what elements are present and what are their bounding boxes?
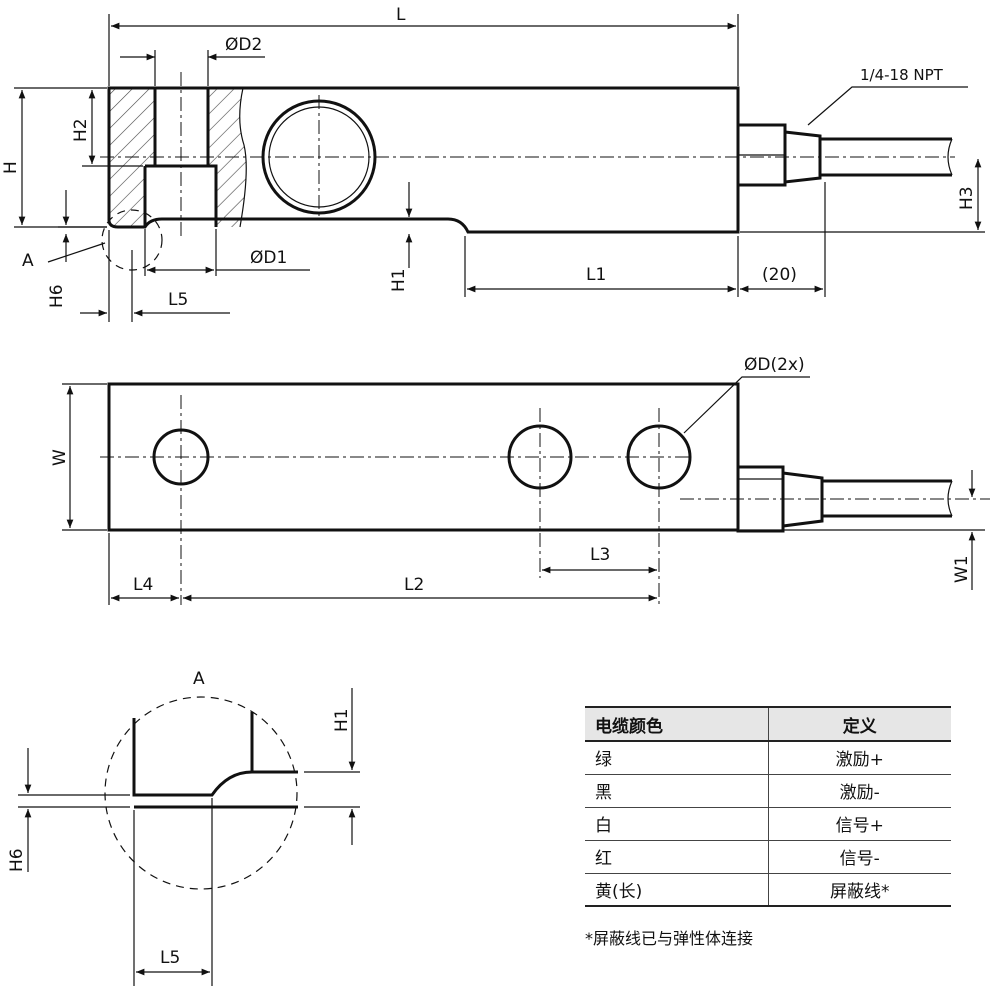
label-detail-H6: H6	[7, 848, 27, 872]
cable-gland-body	[783, 130, 822, 184]
detail-a-leader	[47, 242, 106, 263]
label-L4: L4	[133, 575, 153, 595]
table-row: 黑 激励-	[585, 774, 951, 808]
signal-definition: 激励-	[768, 774, 951, 808]
label-H2: H2	[71, 118, 91, 142]
label-L1: L1	[586, 265, 606, 285]
label-L2: L2	[404, 575, 424, 595]
side-body-outline	[107, 86, 740, 234]
label-H: H	[1, 161, 21, 174]
label-L: L	[396, 5, 406, 25]
break-line	[239, 87, 247, 228]
label-D2: ØD2	[225, 35, 262, 55]
npt-leader	[807, 86, 968, 126]
label-W1: W1	[952, 555, 972, 583]
wire-color-table: 电缆颜色 定义 绿 激励+ 黑 激励- 白 信号+ 红 信号- 黄(长) 屏蔽线…	[585, 706, 951, 907]
label-A: A	[22, 251, 34, 271]
label-L3: L3	[590, 545, 610, 565]
hole-leader	[683, 376, 810, 434]
label-detail-L5: L5	[160, 948, 180, 968]
counterbore	[143, 88, 218, 227]
detail-profile	[132, 712, 298, 797]
detail-a-view: A H1 H6 L5	[7, 669, 360, 986]
table-row: 绿 激励+	[585, 741, 951, 775]
side-view: L ØD2 1/4-18 NPT H H2 H3 A H6	[1, 5, 985, 322]
top-gland-body	[781, 471, 824, 528]
top-view: ØD(2x) W W1 L3 L4 L2	[50, 355, 990, 605]
label-H6: H6	[47, 284, 67, 308]
detail-a-circle	[104, 696, 298, 890]
header-definition: 定义	[768, 706, 951, 742]
label-D1: ØD1	[250, 248, 287, 268]
label-W: W	[50, 449, 70, 466]
signal-definition: 信号-	[768, 840, 951, 874]
label-H3: H3	[957, 186, 977, 210]
table-row: 黄(长) 屏蔽线*	[585, 873, 951, 907]
label-L5: L5	[168, 290, 188, 310]
cable-color: 红	[585, 840, 769, 874]
label-detail-A: A	[193, 669, 205, 689]
label-H1: H1	[389, 268, 409, 292]
cable-color: 黑	[585, 774, 769, 808]
cable-color: 黄(长)	[585, 873, 769, 907]
signal-definition: 屏蔽线*	[768, 873, 951, 907]
label-cable: (20)	[762, 265, 797, 285]
cable-color: 白	[585, 807, 769, 841]
label-npt: 1/4-18 NPT	[860, 66, 944, 84]
signal-definition: 信号+	[768, 807, 951, 841]
table-row: 白 信号+	[585, 807, 951, 841]
cable-end	[947, 138, 953, 176]
header-cable-color: 电缆颜色	[585, 706, 769, 742]
label-D2x: ØD(2x)	[744, 355, 805, 375]
table-row: 红 信号-	[585, 840, 951, 874]
label-detail-H1: H1	[332, 708, 352, 732]
table-footnote: *屏蔽线已与弹性体连接	[585, 929, 754, 948]
cable	[820, 137, 952, 177]
signal-definition: 激励+	[768, 741, 951, 775]
table-header-row: 电缆颜色 定义	[585, 706, 951, 742]
cable-color: 绿	[585, 741, 769, 775]
top-cable	[822, 479, 952, 518]
